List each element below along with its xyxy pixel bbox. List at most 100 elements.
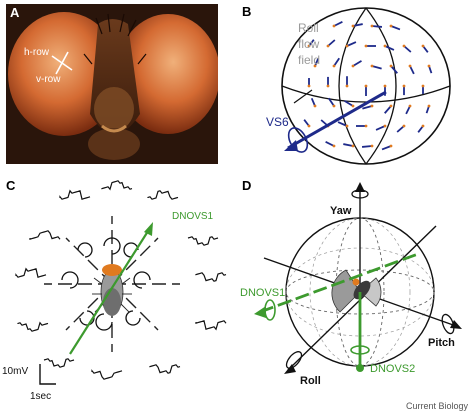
flow-vector <box>352 60 362 67</box>
flow-vector <box>346 41 357 47</box>
crosshair-marker <box>51 51 73 75</box>
panel-c: C <box>0 174 236 413</box>
flow-vector <box>328 97 335 107</box>
voltage-trace <box>29 230 61 241</box>
flow-vector-origin <box>402 84 406 88</box>
vs6-axis <box>287 90 387 150</box>
flow-vector-origin <box>370 64 374 68</box>
rotation-arrows <box>61 237 151 331</box>
pitch-label: Pitch <box>428 337 455 349</box>
flow-vector-origin <box>332 24 336 28</box>
flow-vector-origin <box>307 84 311 88</box>
flow-vector-origin <box>389 64 393 68</box>
flow-vector <box>371 25 383 28</box>
flow-vector-origin <box>332 104 336 108</box>
fly-head-photo: h-row v-row <box>6 4 220 164</box>
flow-vector <box>403 45 412 53</box>
flow-vector <box>375 125 386 131</box>
flow-vector <box>362 105 373 110</box>
panel-d-letter: D <box>242 178 252 193</box>
voltage-trace <box>195 272 227 282</box>
flow-vector <box>384 105 392 114</box>
flow-vector <box>390 65 398 74</box>
flow-vector-origin <box>370 24 374 28</box>
flow-vector <box>390 25 401 31</box>
right-compound-eye <box>116 14 220 134</box>
flow-vector-origin <box>383 44 387 48</box>
voltage-trace <box>17 321 49 332</box>
flow-vector-origin <box>351 24 355 28</box>
flow-vector-origin <box>332 144 336 148</box>
voltage-trace <box>43 358 75 368</box>
flow-vector-origin <box>383 124 387 128</box>
flow-vector-origin <box>307 124 311 128</box>
dnovs2-label: DNOVS2 <box>370 363 415 375</box>
flow-vector <box>361 145 373 148</box>
flow-vector-origin <box>427 64 431 68</box>
flow-vector <box>405 105 411 115</box>
panel-a-letter: A <box>10 5 20 20</box>
flow-vector-origin <box>345 44 349 48</box>
flow-vector-origin <box>421 44 425 48</box>
flow-vector-origin <box>389 144 393 148</box>
flow-vector-origin <box>370 144 374 148</box>
flow-vector <box>327 39 336 47</box>
response-traces-diagram: DNOVS1 10mV 1sec <box>2 180 227 402</box>
vs6-rotation-icon <box>287 127 309 153</box>
flow-vector-origin <box>389 104 393 108</box>
flow-vector-origin <box>402 44 406 48</box>
flow-vector-origin <box>364 44 368 48</box>
flow-vector <box>325 141 335 147</box>
flow-vector-origin <box>383 84 387 88</box>
dnovs1-axis <box>69 227 151 355</box>
flow-vectors <box>303 21 433 151</box>
flow-vector <box>381 145 392 151</box>
flow-vector <box>384 45 395 51</box>
panel-c-letter: C <box>6 178 16 193</box>
vs6-label: VS6 <box>266 115 289 129</box>
v-row-label: v-row <box>36 74 61 85</box>
flow-vector <box>396 125 405 133</box>
flow-vector-origin <box>345 124 349 128</box>
flow-vector-origin <box>313 64 317 68</box>
flow-vector-origin <box>389 24 393 28</box>
panel-b: B Roll flow field VS6 <box>236 0 472 170</box>
voltage-trace <box>149 364 181 374</box>
voltage-trace <box>15 267 47 278</box>
flow-vector-origin <box>326 84 330 88</box>
flow-vector <box>343 143 354 147</box>
flow-vector <box>352 23 363 27</box>
fly-illustration <box>352 278 371 300</box>
flow-vector-origin <box>351 64 355 68</box>
flow-vector <box>333 57 340 67</box>
panel-d: D <box>236 174 472 400</box>
flow-label: flow <box>298 37 320 51</box>
flow-vector <box>409 65 415 75</box>
voltage-trace <box>195 320 227 331</box>
roll-label: Roll <box>298 21 319 35</box>
flow-vector-origin <box>326 44 330 48</box>
flow-vector-origin <box>307 44 311 48</box>
dnovs1-label: DNOVS1 <box>172 211 214 222</box>
flow-vector-origin <box>332 64 336 68</box>
flow-vector-origin <box>421 84 425 88</box>
scale-time-label: 1sec <box>30 391 51 402</box>
flow-vector <box>344 100 354 107</box>
voltage-traces <box>15 180 227 380</box>
voltage-trace <box>59 189 91 200</box>
flow-vector-origin <box>351 104 355 108</box>
flow-vector-origin <box>364 84 368 88</box>
voltage-trace <box>147 190 179 200</box>
flow-vector-origin <box>313 104 317 108</box>
flow-field-sphere: Roll flow field VS6 <box>266 7 451 165</box>
scale-voltage-label: 10mV <box>2 366 28 377</box>
flow-vector-origin <box>408 64 412 68</box>
yaw-label: Yaw <box>330 205 352 217</box>
flow-vector <box>333 21 343 27</box>
flow-vector-origin <box>370 104 374 108</box>
journal-footer: Current Biology <box>405 401 468 411</box>
panel-a: h-row v-row A <box>6 4 220 164</box>
dnovs1-label: DNOVS1 <box>240 287 285 299</box>
voltage-trace <box>91 369 123 380</box>
flow-vector-origin <box>345 84 349 88</box>
